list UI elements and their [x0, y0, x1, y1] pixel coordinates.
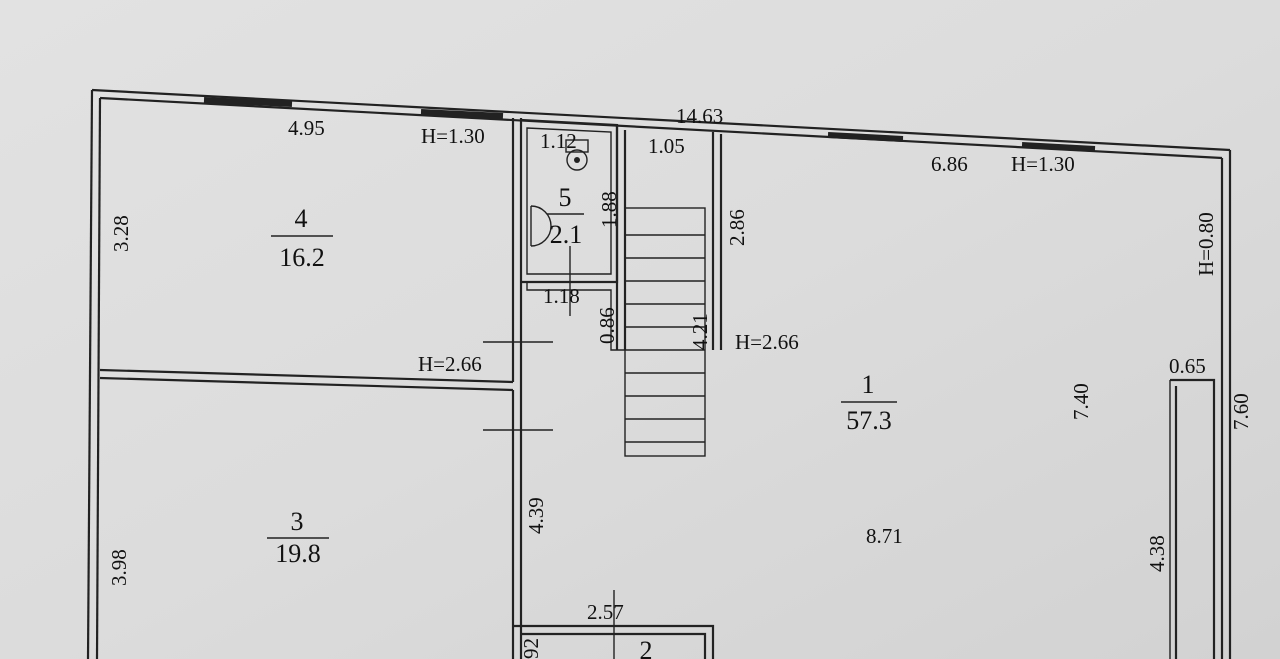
dim-room2-side: 92 — [519, 638, 543, 659]
dim-room4-width: 4.95 — [288, 116, 325, 140]
dim-hall-width: 1.18 — [543, 284, 580, 308]
room-1-label: 1 57.3 — [841, 370, 897, 435]
windows — [203, 97, 1096, 152]
staircase — [624, 207, 706, 457]
room-4-number: 4 — [295, 204, 308, 233]
dim-stair-height: 2.86 — [725, 209, 749, 246]
window-room1-a — [827, 132, 904, 142]
dim-room4-height: 3.28 — [109, 215, 133, 252]
window-room4-a — [203, 97, 293, 107]
dim-bath-width: 1.12 — [540, 129, 577, 153]
dim-corridor-height: 4.39 — [524, 497, 548, 534]
door-marks — [483, 246, 615, 659]
dim-stair-length: 4.21 — [688, 313, 712, 350]
dim-stair-ceiling: H=2.66 — [735, 330, 799, 354]
room-3-number: 3 — [291, 507, 304, 536]
dim-bath-height: 1.88 — [597, 191, 621, 228]
dim-room4-window: H=1.30 — [421, 124, 485, 148]
dim-room2-width: 2.57 — [587, 600, 624, 624]
dim-stair-width: 1.05 — [648, 134, 685, 158]
dim-hall-height: 0.86 — [595, 307, 619, 344]
room-5-number: 5 — [559, 183, 572, 212]
window-room4-b — [420, 109, 504, 119]
window-room1-b — [1021, 142, 1096, 152]
dim-room1-window: H=1.30 — [1011, 152, 1075, 176]
room-4-area: 16.2 — [279, 243, 325, 272]
room-5-area: 2.1 — [550, 220, 583, 249]
room-3-area: 19.8 — [275, 539, 321, 568]
toilet-icon — [565, 139, 589, 171]
dim-niche-width: 0.65 — [1169, 354, 1206, 378]
room-3-label: 3 19.8 — [267, 507, 329, 568]
dim-room1-height: 7.40 — [1069, 383, 1093, 420]
room-2-label: 2 — [640, 636, 653, 659]
dim-right-window: H=0.80 — [1194, 212, 1218, 276]
room-1-area: 57.3 — [846, 406, 892, 435]
dimension-labels: 14.63 4.95 H=1.30 1.12 1.05 6.86 H=1.30 … — [107, 104, 1253, 659]
dim-room1-length: 8.71 — [866, 524, 903, 548]
interior-walls — [99, 118, 1216, 659]
dim-right-total-height: 7.60 — [1229, 393, 1253, 430]
dim-room4-ceiling: H=2.66 — [418, 352, 482, 376]
dim-niche-height: 4.38 — [1145, 535, 1169, 572]
dim-room1-width: 6.86 — [931, 152, 968, 176]
room-5-label: 5 2.1 — [547, 183, 584, 249]
dim-room3-height: 3.98 — [107, 549, 131, 586]
room-2-number: 2 — [640, 636, 653, 659]
sink-icon — [530, 205, 552, 247]
room-1-number: 1 — [862, 370, 875, 399]
room-4-label: 4 16.2 — [271, 204, 333, 272]
dim-top-total: 14.63 — [676, 104, 723, 128]
